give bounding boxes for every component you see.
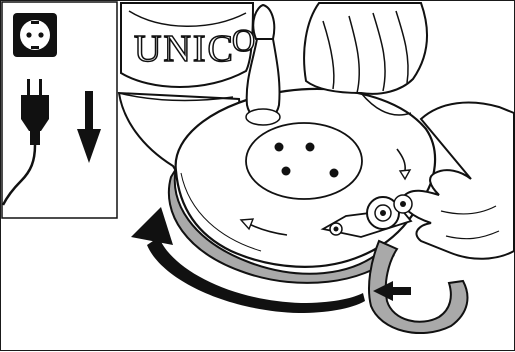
center-plate	[246, 123, 362, 199]
brand-label: UNIC	[134, 28, 235, 70]
power-socket-icon	[13, 13, 57, 57]
machine-top: UNIC O	[121, 3, 255, 87]
screw-hole	[306, 143, 315, 152]
unplug-inset	[2, 2, 117, 218]
screw-hole	[282, 167, 291, 176]
brand-label-partial: O	[232, 22, 255, 58]
screw-hole	[330, 169, 339, 178]
screw-hole	[275, 143, 284, 152]
